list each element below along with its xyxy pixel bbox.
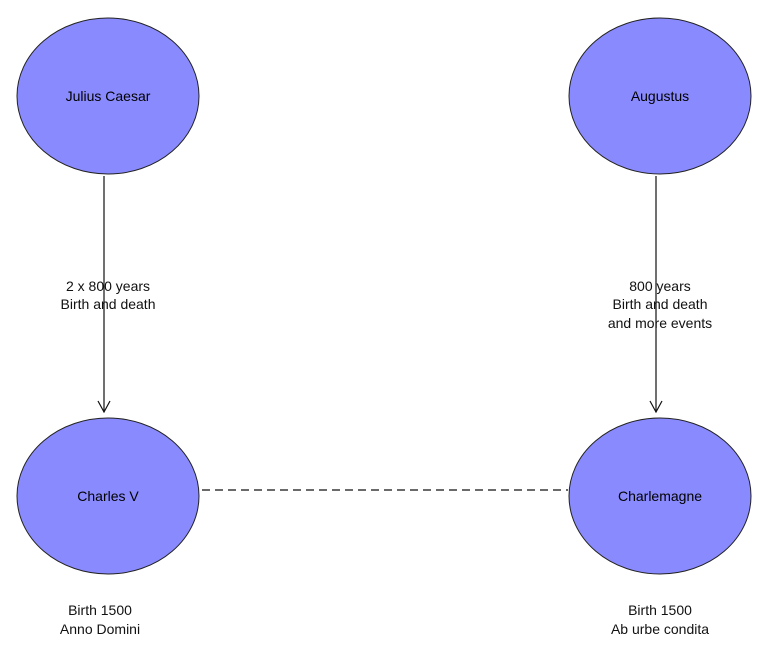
caption-charlemagne-line2: Ab urbe condita xyxy=(611,621,709,637)
node-charlemagne-shape xyxy=(568,417,752,575)
edge-label-caesar-line2: Birth and death xyxy=(61,296,156,312)
caption-charles-v-line1: Birth 1500 xyxy=(68,602,132,618)
edge-label-caesar-line1: 2 x 800 years xyxy=(66,278,150,294)
node-charlemagne-label: Charlemagne xyxy=(618,488,702,504)
node-charles-v[interactable]: Charles V xyxy=(16,417,200,575)
node-julius-caesar-label: Julius Caesar xyxy=(66,88,151,104)
node-charles-v-label: Charles V xyxy=(77,488,139,504)
edge-label-augustus-line1: 800 years xyxy=(629,278,690,294)
node-julius-caesar[interactable]: Julius Caesar xyxy=(16,17,200,175)
node-augustus-label: Augustus xyxy=(631,88,689,104)
caption-charlemagne-line1: Birth 1500 xyxy=(628,602,692,618)
node-charles-v-shape xyxy=(16,417,200,575)
node-augustus[interactable]: Augustus xyxy=(568,17,752,175)
edge-label-augustus-line2: Birth and death xyxy=(613,296,708,312)
caption-charles-v-line2: Anno Domini xyxy=(60,621,140,637)
node-charlemagne[interactable]: Charlemagne xyxy=(568,417,752,575)
edge-label-augustus-line3: and more events xyxy=(608,315,712,331)
node-julius-caesar-shape xyxy=(16,17,200,175)
node-augustus-shape xyxy=(568,17,752,175)
